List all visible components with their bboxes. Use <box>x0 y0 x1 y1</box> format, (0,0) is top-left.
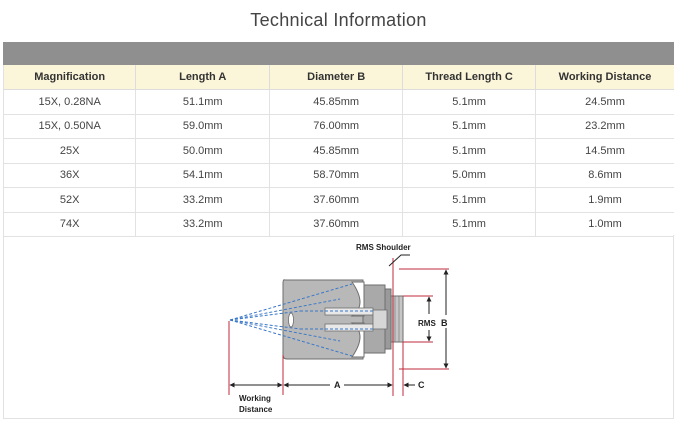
cell-diameter-b: 45.85mm <box>269 89 404 115</box>
rms-label: RMS <box>418 319 436 328</box>
cell-length-a: 54.1mm <box>135 163 271 188</box>
cell-magnification: 15X, 0.50NA <box>2 114 137 139</box>
table-row: 36X 54.1mm 58.70mm 5.0mm 8.6mm <box>2 163 674 188</box>
cell-diameter-b: 45.85mm <box>269 138 404 164</box>
table-header-row: Magnification Length A Diameter B Thread… <box>2 65 674 90</box>
objective-body <box>282 279 404 360</box>
table-row: 15X, 0.28NA 51.1mm 45.85mm 5.1mm 24.5mm <box>2 89 674 115</box>
cell-working-distance: 1.0mm <box>535 212 674 237</box>
cell-working-distance: 1.9mm <box>535 187 674 213</box>
column-header-thread-length-c: Thread Length C <box>402 65 537 90</box>
cell-magnification: 25X <box>2 138 137 164</box>
column-header-working-distance: Working Distance <box>535 65 674 90</box>
cell-diameter-b: 37.60mm <box>269 212 404 237</box>
table-row: 25X 50.0mm 45.85mm 5.1mm 14.5mm <box>2 138 674 164</box>
cell-thread-length-c: 5.1mm <box>402 114 537 139</box>
table-row: 74X 33.2mm 37.60mm 5.1mm 1.0mm <box>2 212 674 237</box>
technical-specs-table: Magnification Length A Diameter B Thread… <box>2 65 674 237</box>
cell-length-a: 33.2mm <box>135 212 271 237</box>
cell-length-a: 51.1mm <box>135 89 271 115</box>
light-rays <box>229 283 373 357</box>
dimension-b-label: B <box>441 318 448 328</box>
cell-thread-length-c: 5.0mm <box>402 163 537 188</box>
cell-diameter-b: 37.60mm <box>269 187 404 213</box>
cell-thread-length-c: 5.1mm <box>402 138 537 164</box>
header-bar <box>3 42 674 65</box>
working-distance-label-line1: Working <box>239 394 271 403</box>
cell-working-distance: 14.5mm <box>535 138 674 164</box>
cell-thread-length-c: 5.1mm <box>402 89 537 115</box>
dimension-arrows <box>229 254 449 388</box>
cell-diameter-b: 58.70mm <box>269 163 404 188</box>
cell-thread-length-c: 5.1mm <box>402 187 537 213</box>
column-header-magnification: Magnification <box>2 65 137 90</box>
dimension-c-label: C <box>418 380 425 390</box>
cell-working-distance: 23.2mm <box>535 114 674 139</box>
column-header-length-a: Length A <box>135 65 271 90</box>
cell-thread-length-c: 5.1mm <box>402 212 537 237</box>
rms-shoulder-label: RMS Shoulder <box>356 243 411 252</box>
table-row: 52X 33.2mm 37.60mm 5.1mm 1.9mm <box>2 187 674 213</box>
cell-working-distance: 24.5mm <box>535 89 674 115</box>
cell-magnification: 15X, 0.28NA <box>2 89 137 115</box>
cell-length-a: 33.2mm <box>135 187 271 213</box>
cell-length-a: 59.0mm <box>135 114 271 139</box>
table-row: 15X, 0.50NA 59.0mm 76.00mm 5.1mm 23.2mm <box>2 114 674 139</box>
cell-diameter-b: 76.00mm <box>269 114 404 139</box>
dimension-reference-lines <box>228 258 449 396</box>
objective-diagram-panel <box>3 235 674 419</box>
cell-working-distance: 8.6mm <box>535 163 674 188</box>
column-header-diameter-b: Diameter B <box>269 65 404 90</box>
cell-magnification: 74X <box>2 212 137 237</box>
dimension-a-label: A <box>334 380 341 390</box>
cell-magnification: 52X <box>2 187 137 213</box>
page-title: Technical Information <box>250 10 427 30</box>
cell-length-a: 50.0mm <box>135 138 271 164</box>
cell-magnification: 36X <box>2 163 137 188</box>
working-distance-label-line2: Distance <box>239 405 273 414</box>
